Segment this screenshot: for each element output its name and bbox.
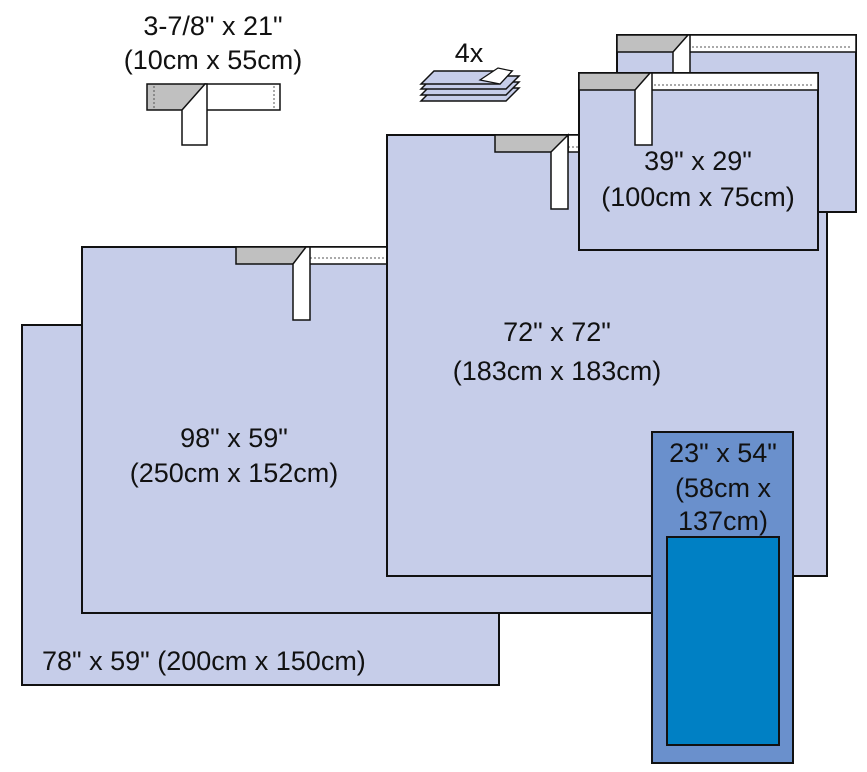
drape-incise bbox=[651, 431, 794, 764]
drape-large-label-line2: (183cm x 183cm) bbox=[453, 356, 662, 386]
towels-count-label: 4x bbox=[455, 38, 484, 68]
drape-small-tape bbox=[578, 72, 819, 146]
drape-back-label: 78" x 59" (200cm x 150cm) bbox=[42, 646, 366, 676]
drape-medium-label-line1: 98" x 59" bbox=[180, 423, 288, 453]
drape-incise-label-line3: 137cm) bbox=[678, 506, 768, 536]
drape-small-label-line2: (100cm x 75cm) bbox=[601, 182, 795, 212]
drape-small-label-line1: 39" x 29" bbox=[644, 146, 752, 176]
drape-large-label-line1: 72" x 72" bbox=[503, 317, 611, 347]
tape-label-line2: (10cm x 55cm) bbox=[124, 45, 303, 75]
drape-small-sheet bbox=[578, 72, 819, 251]
towels-stack-icon bbox=[419, 67, 521, 102]
tape-label-line1: 3-7/8" x 21" bbox=[143, 11, 282, 41]
drape-medium-tape bbox=[235, 246, 389, 321]
drape-medium-label-line2: (250cm x 152cm) bbox=[130, 458, 339, 488]
drape-large-tape bbox=[494, 133, 581, 210]
drape-incise-label-line2: (58cm x bbox=[675, 473, 772, 503]
drape-small bbox=[578, 72, 819, 251]
tape-strip bbox=[146, 83, 281, 146]
drape-incise-label-line1: 23" x 54" bbox=[669, 438, 777, 468]
drape-incise-window bbox=[666, 536, 780, 746]
